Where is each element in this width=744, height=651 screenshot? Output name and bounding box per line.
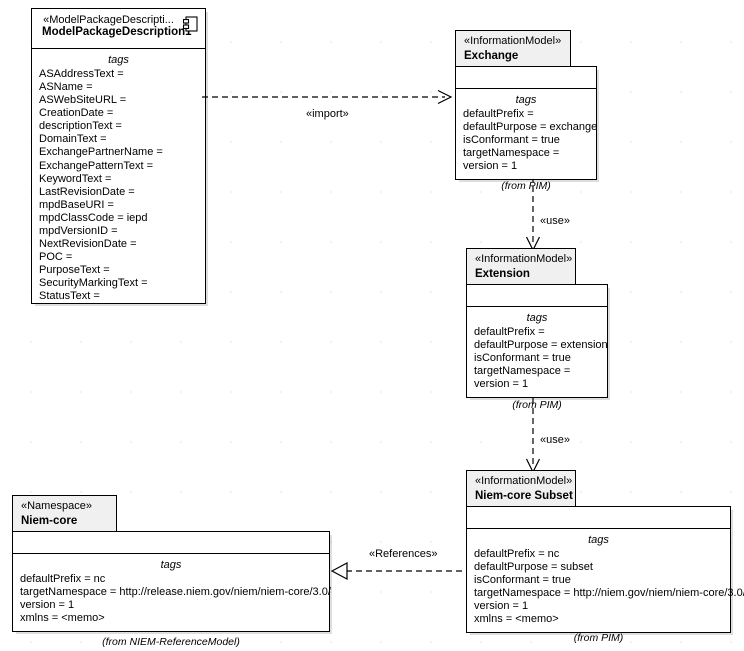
subset-tag: defaultPrefix = nc <box>474 548 560 560</box>
component-icon <box>183 16 198 32</box>
niemcore-tag: version = 1 <box>20 599 75 612</box>
mpd-tag: StatusText = <box>39 290 100 303</box>
exchange-tag: isConformant = true <box>463 134 560 147</box>
import-arrowhead <box>437 89 453 105</box>
exchange-body: tags defaultPrefix = defaultPurpose = ex… <box>455 66 598 181</box>
subset-stereotype: «InformationModel» <box>475 475 573 487</box>
mpd-tag: ASName = <box>39 81 93 94</box>
exchange-tag: targetNamespace = <box>463 147 560 160</box>
mpd-stereotype: «ModelPackageDescripti... <box>43 14 174 26</box>
mpd-name: ModelPackageDescription1 <box>42 26 192 38</box>
mpd-tag: PurposeText = <box>39 264 110 277</box>
mpd-tag: NextRevisionDate = <box>39 238 137 251</box>
extension-tags-title: tags <box>526 312 548 324</box>
extension-tag: version = 1 <box>474 378 529 391</box>
mpd-tag: ASAddressText = <box>39 68 124 80</box>
niemcore-header: «Namespace» Niem-core <box>12 495 117 533</box>
mpd-tags-title: tags <box>108 54 129 66</box>
extension-tag: isConformant = true <box>474 352 571 365</box>
mpd-tag: DomainText = <box>39 133 107 146</box>
extension-header: «InformationModel» Extension <box>466 248 576 286</box>
niemcore-tag: defaultPrefix = nc <box>20 573 106 585</box>
extension-tag: targetNamespace = <box>474 365 571 378</box>
subset-from-label: (from PIM) <box>573 632 624 644</box>
mpd-tag: CreationDate = <box>39 107 114 120</box>
node-extension[interactable]: «InformationModel» Extension tags defaul… <box>466 248 611 399</box>
extension-name: Extension <box>475 267 530 280</box>
mpd-tag: LastRevisionDate = <box>39 185 135 198</box>
node-model-package-description[interactable]: «ModelPackageDescripti... ModelPackageDe… <box>31 8 206 304</box>
mpd-tag: ExchangePatternText = <box>39 159 154 172</box>
mpd-tag: SecurityMarkingText = <box>39 277 148 290</box>
mpd-tags-compartment: tags ASAddressText = ASName = ASWebSiteU… <box>32 49 205 309</box>
niemcore-tag: targetNamespace = http://release.niem.go… <box>20 586 331 599</box>
subset-tag: xmlns = <memo> <box>474 613 559 626</box>
mpd-tag: descriptionText = <box>39 120 122 133</box>
subset-tag: isConformant = true <box>474 574 571 587</box>
niemcore-body: tags defaultPrefix = nc targetNamespace … <box>12 531 331 633</box>
mpd-tag: mpdVersionID = <box>39 224 118 237</box>
connector-references[interactable] <box>326 556 471 586</box>
node-exchange[interactable]: «InformationModel» Exchange tags default… <box>455 30 600 181</box>
extension-tag: defaultPrefix = <box>474 326 545 338</box>
extension-from-label: (from PIM) <box>512 399 562 411</box>
exchange-from-label: (from PIM) <box>501 180 551 192</box>
mpd-header: «ModelPackageDescripti... ModelPackageDe… <box>32 9 205 49</box>
niemcore-tags-compartment: tags defaultPrefix = nc targetNamespace … <box>13 554 331 631</box>
exchange-tags-title: tags <box>515 94 537 106</box>
extension-tags-compartment: tags defaultPrefix = defaultPurpose = ex… <box>467 307 608 397</box>
niemcore-name: Niem-core <box>21 514 78 527</box>
exchange-empty-compartment <box>456 67 596 89</box>
subset-body: tags defaultPrefix = nc defaultPurpose =… <box>466 506 744 634</box>
subset-tag: targetNamespace = http://niem.gov/niem/n… <box>474 587 744 600</box>
connector-label-use-2: «use» <box>540 434 570 446</box>
subset-name: Niem-core Subset <box>475 489 573 502</box>
extension-empty-compartment <box>467 285 607 307</box>
exchange-name: Exchange <box>464 49 519 62</box>
node-niem-core-subset[interactable]: «InformationModel» Niem-core Subset tags… <box>466 470 744 634</box>
exchange-stereotype: «InformationModel» <box>464 35 562 47</box>
niemcore-empty-compartment <box>13 532 329 554</box>
node-niem-core[interactable]: «Namespace» Niem-core tags defaultPrefix… <box>12 495 332 635</box>
mpd-tag: ExchangePartnerName = <box>39 146 163 159</box>
subset-tag: version = 1 <box>474 600 529 613</box>
niemcore-tag: xmlns = <memo> <box>20 612 105 625</box>
exchange-header: «InformationModel» Exchange <box>455 30 571 68</box>
mpd-tag: mpdBaseURI = <box>39 198 114 211</box>
mpd-tag: ASWebSiteURL = <box>39 94 127 107</box>
subset-tags-compartment: tags defaultPrefix = nc defaultPurpose =… <box>467 529 744 632</box>
subset-header: «InformationModel» Niem-core Subset <box>466 470 576 508</box>
niemcore-stereotype: «Namespace» <box>21 500 92 512</box>
mpd-tag: KeywordText = <box>39 172 112 185</box>
connector-label-references: «References» <box>369 548 438 560</box>
subset-tag: defaultPurpose = subset <box>474 561 593 574</box>
exchange-tags-compartment: tags defaultPrefix = defaultPurpose = ex… <box>456 89 598 179</box>
exchange-tag: version = 1 <box>463 160 518 173</box>
niemcore-from-label: (from NIEM-ReferenceModel) <box>102 636 240 648</box>
connector-label-import: «import» <box>306 108 349 120</box>
extension-body: tags defaultPrefix = defaultPurpose = ex… <box>466 284 608 399</box>
connector-label-use-1: «use» <box>540 215 570 227</box>
subset-tags-title: tags <box>588 534 609 546</box>
exchange-tag: defaultPurpose = exchange <box>463 121 598 134</box>
mpd-tag: POC = <box>39 251 73 264</box>
niemcore-tags-title: tags <box>160 559 182 571</box>
connector-import[interactable] <box>200 82 460 112</box>
references-arrowhead <box>330 562 348 580</box>
exchange-tag: defaultPrefix = <box>463 108 534 120</box>
mpd-tag: mpdClassCode = iepd <box>39 211 148 224</box>
extension-tag: defaultPurpose = extension <box>474 339 608 352</box>
subset-empty-compartment <box>467 507 730 529</box>
extension-stereotype: «InformationModel» <box>475 253 573 265</box>
